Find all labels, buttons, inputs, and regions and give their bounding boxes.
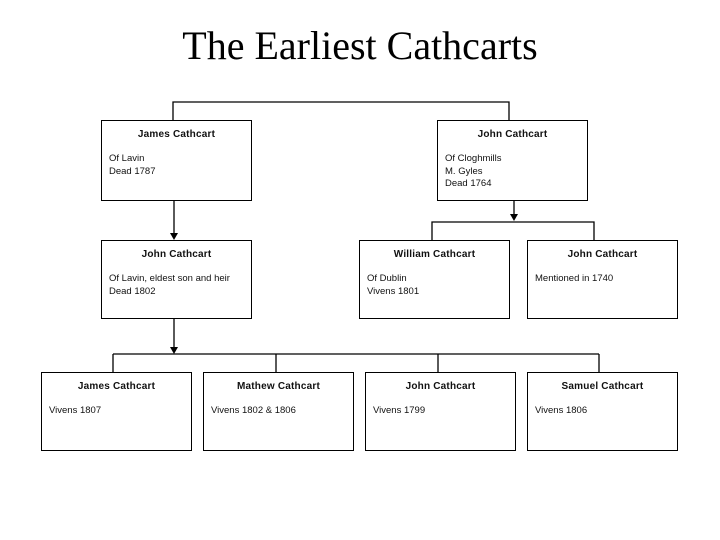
person-name: John Cathcart (477, 129, 548, 140)
person-name: John Cathcart (141, 249, 212, 260)
person-name: James Cathcart (137, 129, 216, 140)
person-details: Of Cloghmills M. Gyles Dead 1764 (445, 153, 502, 189)
person-box-john-cloghmills: John Cathcart Of Cloghmills M. Gyles Dea… (437, 120, 588, 201)
person-box-william-dublin: William Cathcart Of Dublin Vivens 1801 (359, 240, 510, 319)
sibling-bracket-top (172, 101, 510, 120)
person-box-mathew: Mathew Cathcart Vivens 1802 & 1806 (203, 372, 354, 451)
person-details: Vivens 1799 (373, 405, 426, 416)
person-box-john-1740: John Cathcart Mentioned in 1740 (527, 240, 678, 319)
children-bracket-cloghmills (431, 221, 595, 240)
person-details: Of Dublin Vivens 1801 (367, 273, 420, 297)
person-details: Vivens 1802 & 1806 (211, 405, 296, 416)
person-box-james-1807: James Cathcart Vivens 1807 (41, 372, 192, 451)
arrowhead-icon (170, 347, 178, 354)
arrowhead-icon (510, 214, 518, 221)
person-name: Mathew Cathcart (236, 381, 320, 392)
page-title: The Earliest Cathcarts (182, 23, 538, 68)
person-name: James Cathcart (77, 381, 156, 392)
person-details: Vivens 1807 (49, 405, 102, 416)
person-name: William Cathcart (393, 249, 476, 260)
arrowhead-icon (170, 233, 178, 240)
person-box-john-1799: John Cathcart Vivens 1799 (365, 372, 516, 451)
person-details: Of Lavin Dead 1787 (109, 153, 156, 177)
person-box-samuel: Samuel Cathcart Vivens 1806 (527, 372, 678, 451)
person-details: Mentioned in 1740 (535, 273, 614, 284)
person-name: John Cathcart (405, 381, 476, 392)
person-box-james-lavin: James Cathcart Of Lavin Dead 1787 (101, 120, 252, 201)
person-details: Of Lavin, eldest son and heir Dead 1802 (109, 273, 230, 297)
person-name: John Cathcart (567, 249, 638, 260)
person-name: Samuel Cathcart (561, 381, 644, 392)
person-box-john-lavin-heir: John Cathcart Of Lavin, eldest son and h… (101, 240, 252, 319)
person-details: Vivens 1806 (535, 405, 588, 416)
